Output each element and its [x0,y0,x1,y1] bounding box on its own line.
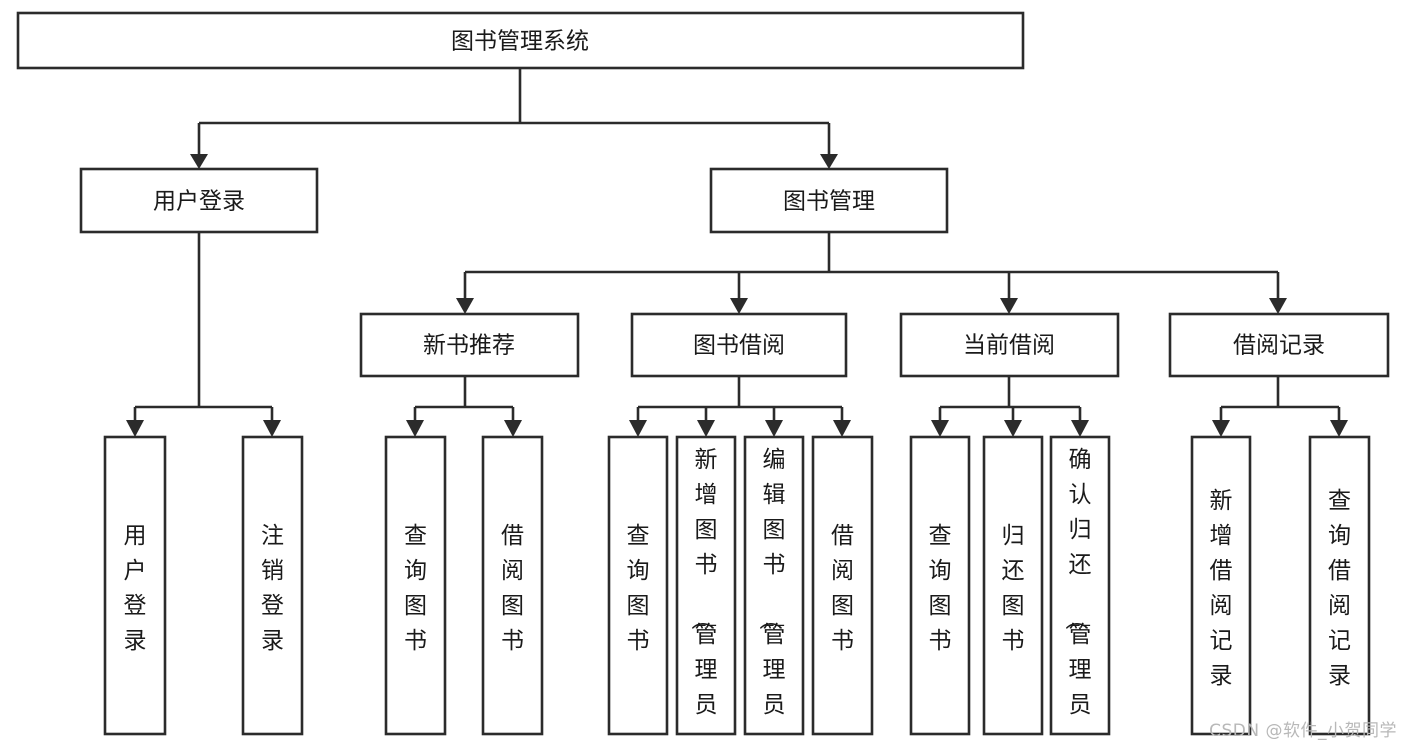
leaf-node-box[interactable] [1190,435,1252,736]
leaf-node-box[interactable] [241,435,304,736]
leaf-node-label: 注销登录 [261,523,284,654]
leaf-node[interactable]: 编辑图书（管理员） [743,435,805,747]
node-user-login-box[interactable] [79,167,319,234]
leaf-node[interactable]: 确认归还（管理员） [1049,435,1111,747]
arrowhead-rc-leaf-2 [1330,420,1348,437]
leaf-node-box[interactable] [675,435,737,736]
leaf-node-box[interactable] [1308,435,1371,736]
arrowhead-borrow [730,298,748,314]
leaf-node[interactable]: 注销登录 [241,435,304,736]
leaf-node[interactable]: 借阅图书 [811,435,874,736]
leaf-node[interactable]: 查询图书 [909,435,971,736]
node-book-mgmt[interactable]: 图书管理 [709,167,949,234]
node-current-borrow[interactable]: 当前借阅 [899,312,1120,378]
arrowhead-records [1269,298,1287,314]
arrowhead-cu-leaf-2 [1004,420,1022,437]
leaf-node-label: 借阅图书 [501,523,524,654]
watermark: CSDN @软件_小贺同学 [1209,721,1397,741]
arrowhead-rc-leaf-1 [1212,420,1230,437]
leaf-node[interactable]: 用户登录 [103,435,167,736]
leaf-node-box[interactable] [811,435,874,736]
arrowhead-br-leaf-3 [765,420,783,437]
node-book-mgmt-box[interactable] [709,167,949,234]
leaf-node-label: 新增借阅记录 [1210,488,1233,689]
node-current-borrow-box[interactable] [899,312,1120,378]
arrowhead-user-login [190,154,208,169]
leaf-node[interactable]: 查询图书 [384,435,447,736]
node-root-label: 图书管理系统 [451,29,589,55]
arrowhead-cu-leaf-1 [931,420,949,437]
leaf-node[interactable]: 归还图书 [982,435,1044,736]
node-root-box[interactable] [16,11,1025,70]
node-borrow-box[interactable] [630,312,848,378]
arrowhead-br-leaf-4 [833,420,851,437]
arrowhead-cu-leaf-3 [1071,420,1089,437]
arrowhead-br-leaf-2 [697,420,715,437]
arrowhead-nb-leaf-1 [406,420,424,437]
node-user-login[interactable]: 用户登录 [79,167,319,234]
node-new-book[interactable]: 新书推荐 [359,312,580,378]
leaf-node-box[interactable] [1049,435,1111,736]
leaf-node-label: 借阅图书 [831,523,854,654]
leaf-layer: 用户登录 注销登录 查询图书 借阅图书 查询图书 新增图书（管理员） 编辑图书（管理员） 借阅… [103,435,1371,747]
arrowhead-br-leaf-1 [629,420,647,437]
node-borrow-label: 图书借阅 [693,333,785,359]
arrowhead-nb-leaf-2 [504,420,522,437]
leaf-node-label: 用户登录 [124,523,147,654]
leaf-node[interactable]: 借阅图书 [481,435,544,736]
connector-layer [126,68,1348,437]
node-new-book-box[interactable] [359,312,580,378]
node-borrow-records[interactable]: 借阅记录 [1168,312,1390,378]
arrowhead-current [1000,298,1018,314]
leaf-node-label: 新增图书（管理员） [689,447,718,747]
leaf-node[interactable]: 新增图书（管理员） [675,435,737,747]
leaf-node[interactable]: 查询借阅记录 [1308,435,1371,736]
node-user-login-label: 用户登录 [153,189,245,215]
leaf-node-label: 查询图书 [929,523,952,654]
node-root[interactable]: 图书管理系统 [16,11,1025,70]
leaf-node-box[interactable] [982,435,1044,736]
leaf-node[interactable]: 查询图书 [607,435,669,736]
leaf-node-box[interactable] [607,435,669,736]
leaf-node-box[interactable] [743,435,805,736]
node-new-book-label: 新书推荐 [423,333,515,359]
node-borrow[interactable]: 图书借阅 [630,312,848,378]
arrowhead-leaf-logout [263,420,281,437]
node-borrow-records-label: 借阅记录 [1233,333,1325,359]
arrowhead-new-book [456,298,474,314]
leaf-node-label: 查询图书 [404,523,427,654]
leaf-node-label: 归还图书 [1002,523,1025,654]
leaf-node-box[interactable] [103,435,167,736]
leaf-node-box[interactable] [384,435,447,736]
leaf-node[interactable]: 新增借阅记录 [1190,435,1252,736]
leaf-node-label: 查询图书 [627,523,650,654]
node-current-borrow-label: 当前借阅 [963,333,1055,359]
arrowhead-book-mgmt [820,154,838,169]
arrowhead-leaf-user-login [126,420,144,437]
node-book-mgmt-label: 图书管理 [783,189,875,215]
leaf-node-label: 编辑图书（管理员） [757,447,786,747]
node-borrow-records-box[interactable] [1168,312,1390,378]
leaf-node-box[interactable] [909,435,971,736]
leaf-node-label: 确认归还（管理员） [1063,447,1092,747]
leaf-node-label: 查询借阅记录 [1328,488,1351,689]
leaf-node-box[interactable] [481,435,544,736]
